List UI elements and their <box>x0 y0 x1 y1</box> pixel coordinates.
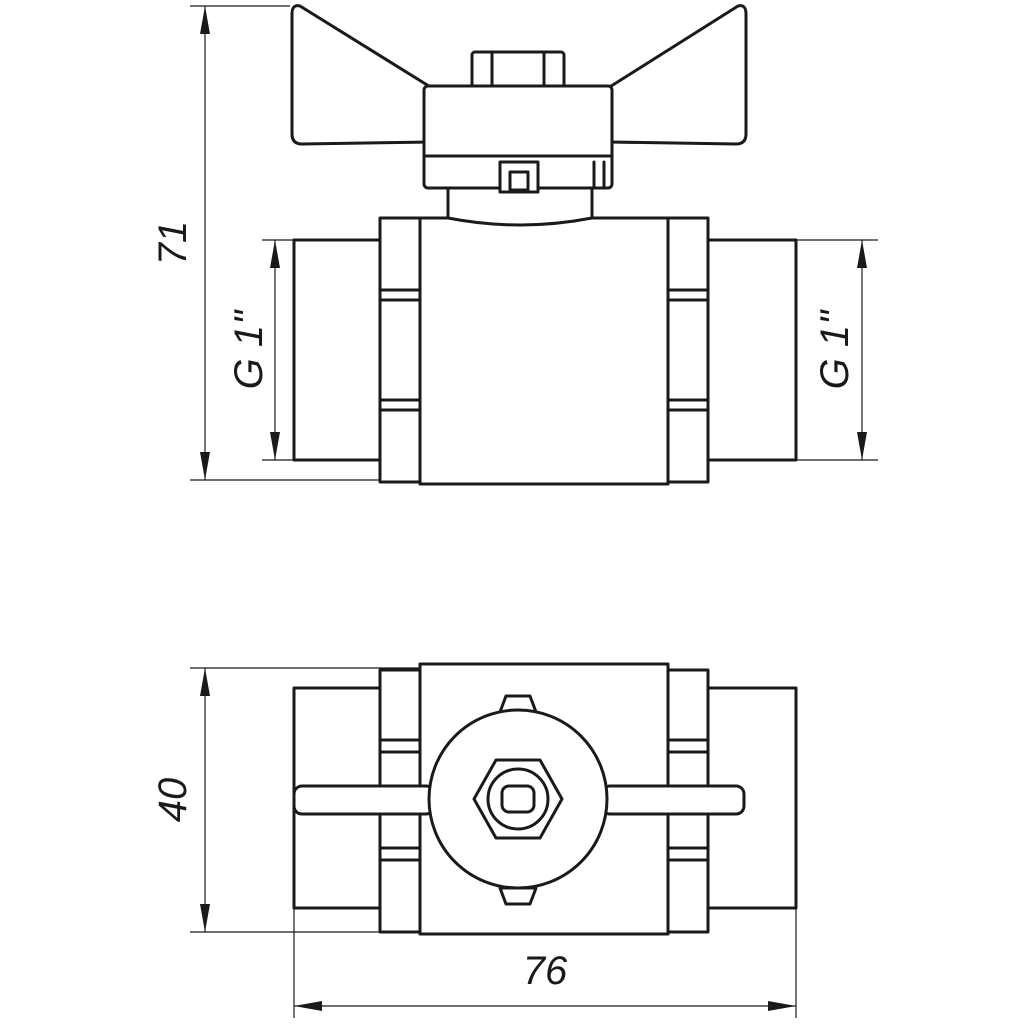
plan-view <box>292 662 798 936</box>
left-pipe-end <box>292 238 386 462</box>
retaining-nut <box>498 160 606 194</box>
plan-handle-right-arm <box>600 784 746 816</box>
left-hex-nut <box>378 216 422 484</box>
dimension-length: 76 <box>293 908 797 1018</box>
dimension-right-thread: G 1" <box>796 239 878 461</box>
handle-stop-bottom <box>498 886 538 906</box>
dimension-height-label: 71 <box>151 221 195 266</box>
dimension-right-thread-label: G 1" <box>813 309 857 389</box>
plan-stem-hex-nut <box>472 758 564 840</box>
dimension-height: 71 <box>151 5 380 481</box>
plan-handle-left-arm <box>292 784 436 816</box>
front-view <box>290 4 798 486</box>
dimension-left-thread: G 1" <box>227 239 294 461</box>
valve-body <box>418 216 670 486</box>
right-hex-nut <box>666 216 710 484</box>
dimension-width: 40 <box>151 667 420 933</box>
handle-left-wing <box>290 4 434 146</box>
stem-hex-top <box>470 50 566 90</box>
right-pipe-end <box>704 238 798 462</box>
dimension-width-label: 40 <box>151 778 195 823</box>
dimension-left-thread-label: G 1" <box>227 309 271 389</box>
handle-right-wing <box>606 4 748 146</box>
stem-neck <box>446 186 594 227</box>
dimension-length-label: 76 <box>523 949 568 993</box>
